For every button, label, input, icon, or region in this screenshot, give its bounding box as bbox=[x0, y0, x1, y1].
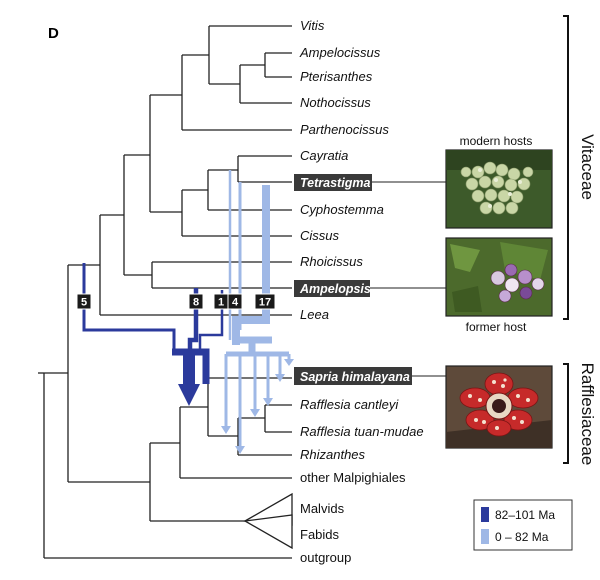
tip-tetrastigma: Tetrastigma bbox=[300, 176, 370, 190]
caption-former-host: former host bbox=[466, 320, 527, 334]
transfer-path-8 bbox=[187, 288, 199, 352]
legend: 82–101 Ma 0 – 82 Ma bbox=[473, 499, 573, 551]
tip-cayratia: Cayratia bbox=[300, 148, 348, 163]
family-vitaceae: Vitaceae bbox=[578, 134, 597, 200]
badge-4: 4 bbox=[227, 293, 243, 310]
branch-ampelocissus-pterisanthes bbox=[264, 52, 292, 78]
tip-leea: Leea bbox=[300, 307, 329, 322]
tip-rafflesia-tuan-mudae: Rafflesia tuan-mudae bbox=[300, 424, 424, 439]
collapsed-clades bbox=[242, 492, 293, 550]
transfer-arrow-6 bbox=[284, 359, 294, 366]
tip-parthenocissus: Parthenocissus bbox=[300, 122, 389, 137]
tetrastigma-photo bbox=[445, 149, 553, 229]
rafflesiaceae-bracket: Rafflesiaceae bbox=[563, 363, 597, 466]
branch-other-malpighiales bbox=[179, 406, 292, 479]
vitaceae-bracket: Vitaceae bbox=[563, 15, 597, 320]
badge-5: 5 bbox=[76, 293, 92, 310]
badge-17: 17 bbox=[254, 293, 276, 310]
branch-cyphostemma bbox=[207, 169, 292, 211]
caption-modern-hosts: modern hosts bbox=[460, 134, 533, 148]
tip-cissus: Cissus bbox=[300, 228, 340, 243]
ampelopsis-photo bbox=[445, 237, 553, 317]
tetrastigma-highlight bbox=[294, 174, 372, 191]
transfer-trunk-young bbox=[232, 336, 272, 352]
branch-vitaceae-core bbox=[123, 154, 152, 276]
transfer-arrow-5 bbox=[275, 374, 285, 382]
branch-cayratia-tetrastigma bbox=[237, 155, 292, 183]
branch-rafflesia bbox=[264, 404, 292, 433]
transfer-arrow-1 bbox=[221, 426, 231, 434]
transfer-path-1 bbox=[198, 290, 224, 352]
tip-other-malpighiales: other Malpighiales bbox=[300, 470, 406, 485]
transfer-arrow-4 bbox=[263, 398, 273, 406]
tip-vitis: Vitis bbox=[300, 18, 325, 33]
legend-label-young: 0 – 82 Ma bbox=[495, 530, 549, 544]
transfer-trunk-fill bbox=[183, 352, 195, 386]
badge-8-label: 8 bbox=[193, 297, 199, 309]
tip-rafflesia-cantleyi: Rafflesia cantleyi bbox=[300, 397, 399, 412]
badge-8: 8 bbox=[188, 293, 204, 310]
family-rafflesiaceae: Rafflesiaceae bbox=[578, 363, 597, 466]
badge-1-label: 1 bbox=[218, 297, 224, 309]
branch-malpighiales-rosids bbox=[149, 442, 245, 522]
tip-sapria: Sapria himalayana bbox=[300, 370, 410, 384]
transfer-arrow-2 bbox=[235, 446, 245, 454]
transfer-badges: 5 8 1 4 17 bbox=[76, 293, 276, 310]
legend-label-old: 82–101 Ma bbox=[495, 508, 555, 522]
phylogenetic-tree bbox=[38, 25, 292, 559]
transfer-paths-young bbox=[221, 170, 294, 454]
badge-17-label: 17 bbox=[259, 297, 271, 309]
badge-1: 1 bbox=[213, 293, 229, 310]
transfer-arrowhead-old bbox=[178, 384, 200, 406]
sapria-photo bbox=[445, 365, 553, 449]
badge-4-label: 4 bbox=[232, 297, 239, 309]
tip-malvids: Malvids bbox=[300, 501, 345, 516]
fabids-triangle bbox=[242, 514, 293, 550]
branch-parthenocissus bbox=[181, 54, 292, 131]
ampelopsis-highlight bbox=[294, 280, 370, 297]
tip-labels: Vitis Ampelocissus Pterisanthes Nothocis… bbox=[294, 18, 424, 565]
branch-sapria bbox=[207, 377, 292, 437]
branch-core-vitaceae bbox=[149, 94, 182, 213]
tip-outgroup: outgroup bbox=[300, 550, 351, 565]
tip-ampelocissus: Ampelocissus bbox=[299, 45, 381, 60]
tip-rhizanthes: Rhizanthes bbox=[300, 447, 366, 462]
branch-rhoicissus-ampelopsis bbox=[151, 261, 292, 289]
tip-pterisanthes: Pterisanthes bbox=[300, 69, 373, 84]
branch-cissus bbox=[181, 189, 292, 237]
tip-cyphostemma: Cyphostemma bbox=[300, 202, 384, 217]
sapria-highlight bbox=[294, 367, 412, 385]
branch-outgroup bbox=[43, 372, 292, 559]
branch-nothocissus bbox=[239, 64, 292, 104]
branch-vitis-clade bbox=[208, 26, 240, 85]
transfer-path-5 bbox=[82, 263, 184, 354]
panel-label: D bbox=[48, 25, 59, 42]
legend-swatch-old bbox=[481, 507, 489, 522]
transfer-paths-old bbox=[82, 263, 224, 406]
tip-nothocissus: Nothocissus bbox=[300, 95, 371, 110]
tip-rhoicissus: Rhoicissus bbox=[300, 254, 363, 269]
tip-fabids: Fabids bbox=[300, 527, 340, 542]
badge-5-label: 5 bbox=[81, 297, 87, 309]
transfer-path-17 bbox=[232, 185, 270, 345]
legend-swatch-young bbox=[481, 529, 489, 544]
transfer-arrow-3 bbox=[250, 409, 260, 417]
tip-ampelopsis: Ampelopsis bbox=[299, 282, 371, 296]
